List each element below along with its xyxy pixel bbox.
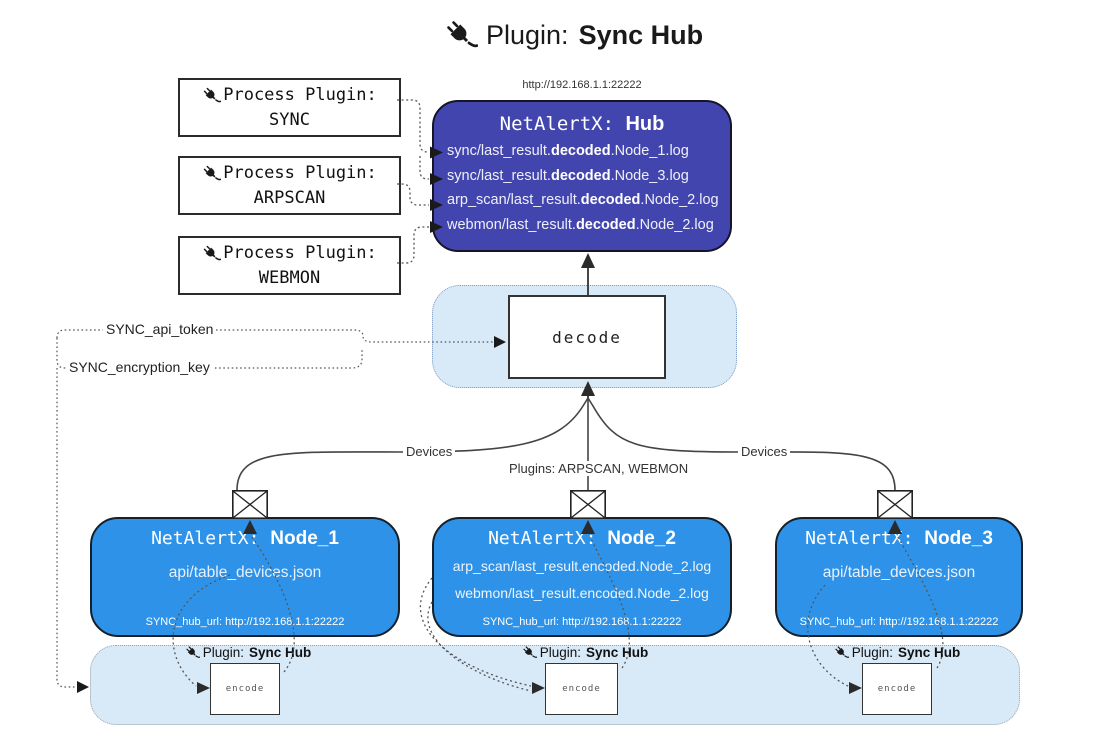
hub-log-line: sync/last_result.decoded.Node_3.log: [447, 167, 689, 184]
encoder-1-label: Plugin:Sync Hub: [183, 645, 313, 660]
devices-right-label: Devices: [738, 444, 791, 459]
encode-1-box: encode: [210, 663, 280, 715]
title-label: Plugin:: [486, 19, 569, 50]
encode-label: encode: [225, 684, 265, 694]
plug-icon: [185, 645, 200, 660]
process-plugin-name: ARPSCAN: [253, 187, 326, 208]
plug-icon: [202, 164, 221, 183]
plug-icon: [444, 18, 478, 52]
process-plugin-name: WEBMON: [258, 267, 321, 288]
sync-encryption-key-label: SYNC_encryption_key: [66, 359, 213, 375]
encode-label: encode: [877, 684, 917, 694]
hub-log-list: sync/last_result.decoded.Node_1.log sync…: [434, 139, 730, 237]
decode-label: decode: [552, 327, 622, 347]
plugins-center-label: Plugins: ARPSCAN, WEBMON: [506, 461, 692, 476]
envelope-icon: [232, 490, 268, 519]
encode-2-box: encode: [545, 663, 618, 715]
title-name: Sync Hub: [578, 19, 704, 50]
sync-api-token-label: SYNC_api_token: [103, 321, 217, 337]
plug-icon: [522, 645, 537, 660]
node-title: NetAlertX: Node_3: [805, 528, 993, 549]
decode-box: decode: [508, 295, 666, 379]
node-title: NetAlertX: Node_2: [488, 528, 676, 549]
plug-icon: [202, 86, 221, 105]
envelope-icon: [570, 490, 606, 519]
node-hub-url: SYNC_hub_url: http://192.168.1.1:22222: [799, 616, 999, 628]
plug-icon: [202, 244, 221, 263]
process-plugin-arpscan: Process Plugin: ARPSCAN: [178, 156, 401, 215]
process-plugin-label: Process Plugin:: [223, 84, 377, 105]
encoder-3-label: Plugin:Sync Hub: [832, 645, 962, 660]
hub-box: NetAlertX: Hub sync/last_result.decoded.…: [432, 100, 732, 252]
plug-icon: [834, 645, 849, 660]
node-title: NetAlertX: Node_1: [151, 528, 339, 549]
hub-log-line: arp_scan/last_result.decoded.Node_2.log: [447, 192, 719, 208]
encode-label: encode: [562, 684, 601, 694]
node-hub-url: SYNC_hub_url: http://192.168.1.1:22222: [482, 616, 682, 628]
encoder-2-label: Plugin:Sync Hub: [520, 645, 650, 660]
encode-3-box: encode: [862, 663, 932, 715]
process-plugin-sync: Process Plugin: SYNC: [178, 78, 401, 137]
node-line: api/table_devices.json: [168, 564, 322, 581]
process-plugin-name: SYNC: [269, 109, 310, 130]
page-title: Plugin: Sync Hub: [444, 18, 703, 52]
hub-title: NetAlertX: Hub: [499, 113, 665, 135]
node-3-box: NetAlertX: Node_3 api/table_devices.json…: [775, 517, 1023, 637]
node-line: api/table_devices.json: [822, 564, 976, 581]
devices-left-label: Devices: [403, 444, 456, 459]
node-line: webmon/last_result.encoded.Node_2.log: [455, 585, 709, 601]
node-hub-url: SYNC_hub_url: http://192.168.1.1:22222: [145, 616, 345, 628]
node-2-box: NetAlertX: Node_2 arp_scan/last_result.e…: [432, 517, 732, 637]
hub-log-line: webmon/last_result.decoded.Node_2.log: [447, 216, 714, 233]
process-plugin-label: Process Plugin:: [223, 242, 377, 263]
envelope-icon: [877, 490, 913, 519]
node-1-box: NetAlertX: Node_1 api/table_devices.json…: [90, 517, 400, 637]
node-line: arp_scan/last_result.encoded.Node_2.log: [452, 558, 712, 574]
hub-log-line: sync/last_result.decoded.Node_1.log: [447, 143, 689, 159]
hub-url: http://192.168.1.1:22222: [522, 79, 642, 91]
process-plugin-webmon: Process Plugin: WEBMON: [178, 236, 401, 295]
process-plugin-label: Process Plugin:: [223, 162, 377, 183]
